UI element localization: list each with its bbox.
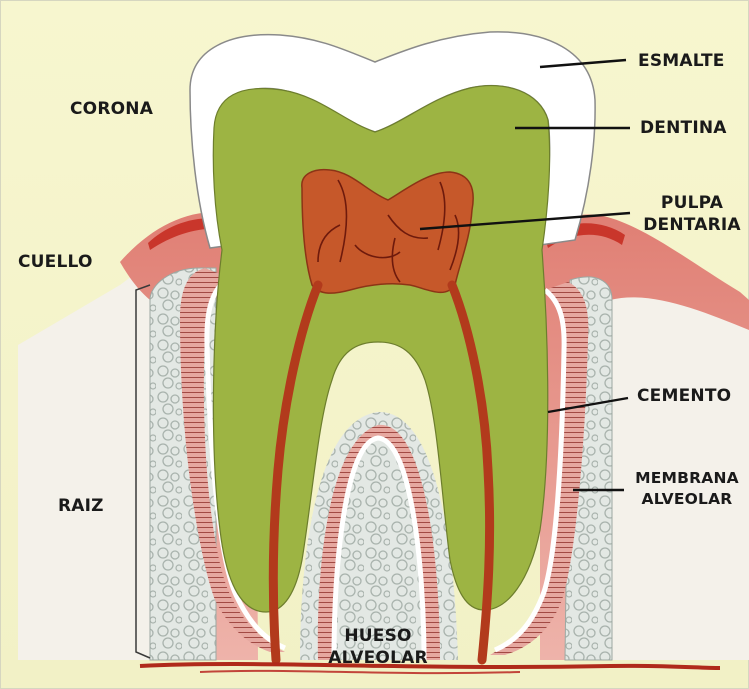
label-membrana-line2: ALVEOLAR xyxy=(628,489,746,510)
label-corona: CORONA xyxy=(70,98,153,120)
label-pulpa-line2: DENTARIA xyxy=(638,214,746,236)
label-membrana-line1: MEMBRANA xyxy=(628,468,746,489)
label-pulpa-line1: PULPA xyxy=(638,192,746,214)
label-hueso-line2: ALVEOLAR xyxy=(318,647,438,669)
label-cuello: CUELLO xyxy=(18,251,93,273)
label-hueso-line1: HUESO xyxy=(318,625,438,647)
label-membrana-alveolar: MEMBRANA ALVEOLAR xyxy=(628,468,746,510)
label-pulpa-dentaria: PULPA DENTARIA xyxy=(638,192,746,236)
label-dentina: DENTINA xyxy=(640,117,727,139)
label-esmalte: ESMALTE xyxy=(638,50,725,72)
label-raiz: RAIZ xyxy=(58,495,104,517)
label-cemento: CEMENTO xyxy=(637,385,731,407)
label-hueso-alveolar: HUESO ALVEOLAR xyxy=(318,625,438,669)
